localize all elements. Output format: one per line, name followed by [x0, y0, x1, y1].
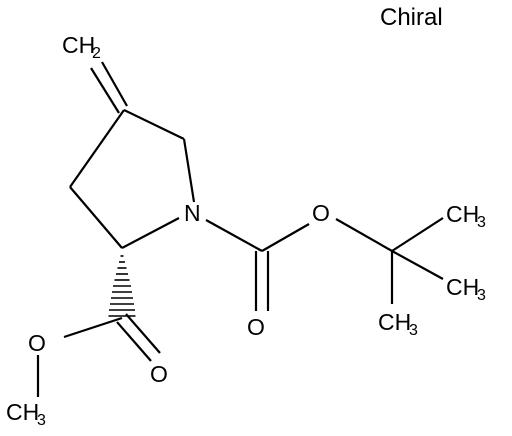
- tert-butyl-bonds: [390, 217, 444, 304]
- svg-text:3: 3: [477, 214, 486, 231]
- n-carbamate-bond: [205, 219, 263, 252]
- ring-nitrogen-label: N: [184, 200, 201, 226]
- carbamate-carbonyl-oxygen-label: O: [247, 314, 265, 340]
- svg-text:3: 3: [409, 322, 418, 339]
- svg-text:CH: CH: [446, 201, 479, 227]
- carbamate-oxygen-label: O: [312, 200, 330, 226]
- svg-text:3: 3: [477, 287, 486, 304]
- svg-text:CH: CH: [446, 274, 479, 300]
- ester-carbonyl-oxygen-label: O: [150, 361, 168, 387]
- exocyclic-double-bond: [90, 61, 128, 114]
- pyrrolidine-ring: [69, 109, 196, 249]
- hashed-wedge-bond: [108, 255, 136, 317]
- carbamate-carbonyl-bond: [254, 251, 270, 311]
- ester-carbonyl-bond: [116, 313, 161, 362]
- tert-butyl-methyl-middle-label: CH 3: [446, 274, 486, 304]
- methylene-label: CH 2: [62, 32, 101, 62]
- ester-oxygen-label: O: [28, 330, 46, 356]
- svg-text:CH: CH: [378, 309, 411, 335]
- o-tert-butyl-bond: [335, 218, 393, 252]
- svg-text:CH: CH: [62, 32, 95, 58]
- ester-methyl-label: CH 3: [6, 399, 46, 429]
- svg-text:3: 3: [37, 412, 46, 429]
- ester-single-bond: [63, 316, 123, 339]
- chiral-flag: Chiral: [380, 4, 443, 31]
- svg-text:CH: CH: [6, 399, 39, 425]
- svg-text:2: 2: [92, 45, 101, 62]
- tert-butyl-methyl-upper-label: CH 3: [446, 201, 486, 231]
- carbamate-ester-bond: [261, 223, 310, 252]
- tert-butyl-methyl-lower-label: CH 3: [378, 309, 418, 339]
